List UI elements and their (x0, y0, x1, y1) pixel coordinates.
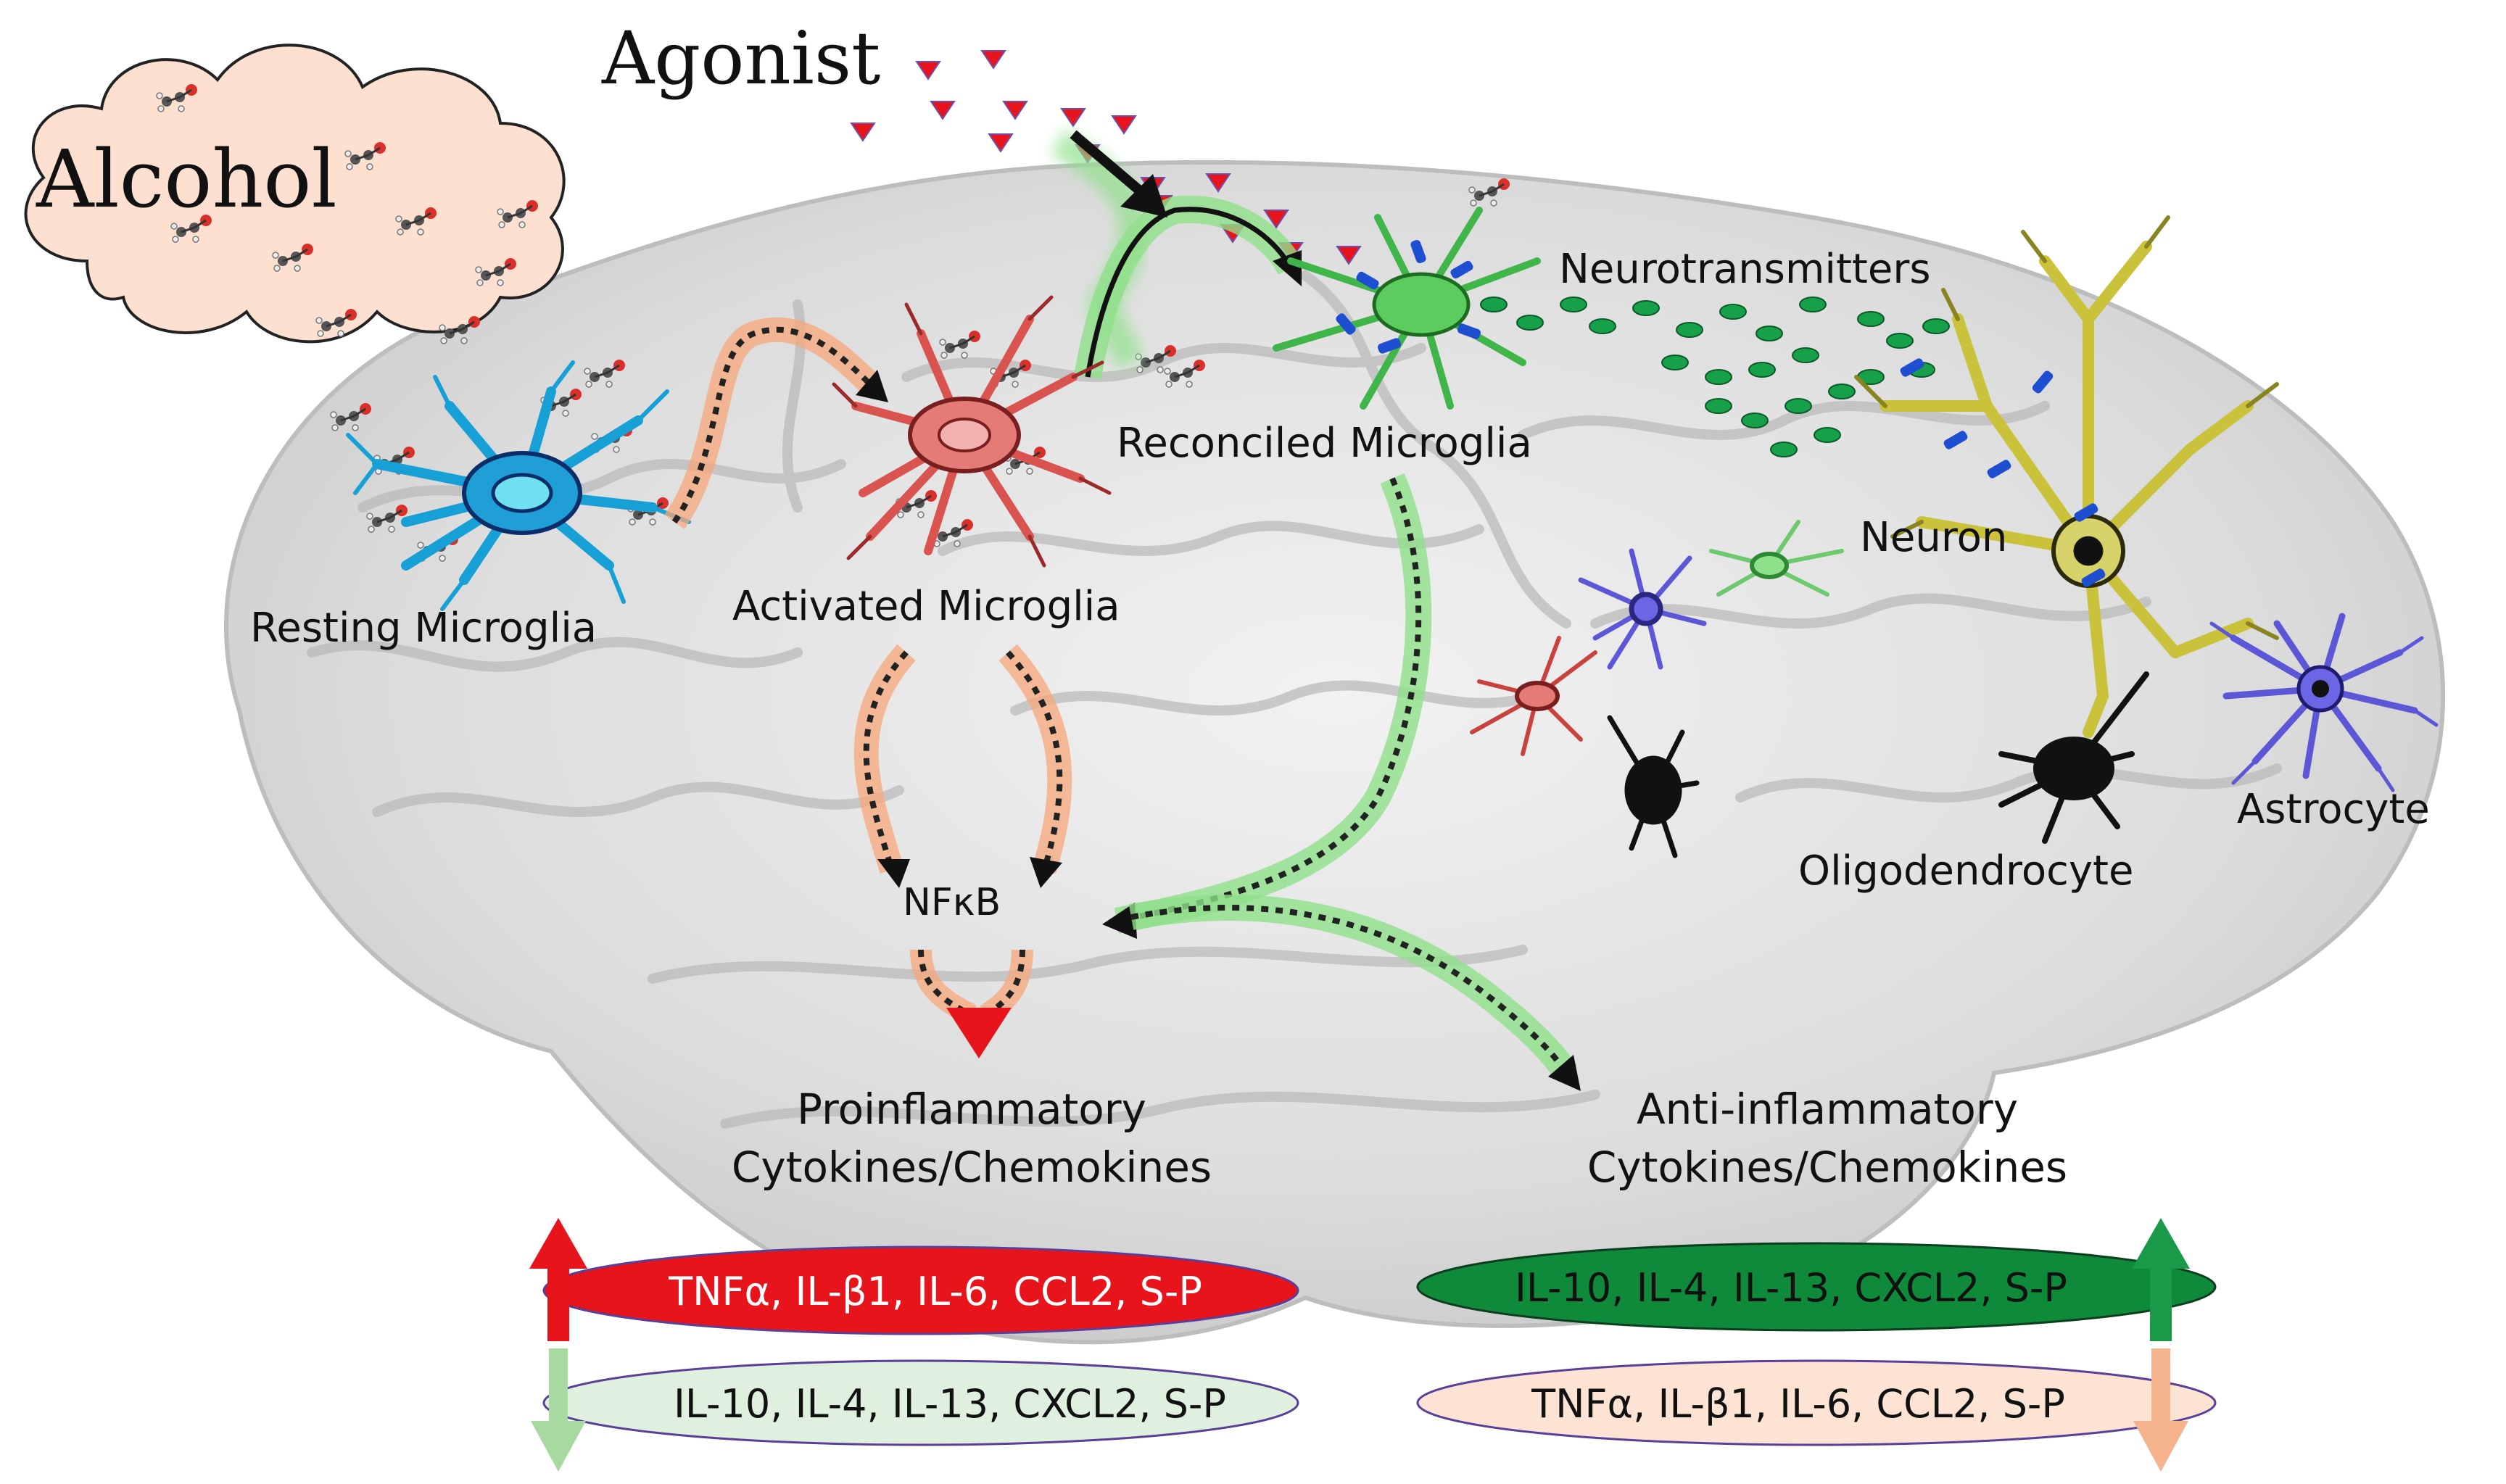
reconciled-microglia-label: Reconciled Microglia (1117, 420, 1532, 467)
oligodendrocyte-cell (1998, 671, 2149, 844)
left-down-pill-text: IL-10, IL-4, IL-13, CXCL2, S-P (674, 1381, 1226, 1427)
activated-microglia-label: Activated Microglia (732, 583, 1120, 630)
agonist-label: Agonist (601, 16, 880, 101)
transition-arrow-resting-to-activated (663, 317, 888, 529)
arrow-up-icon (2132, 1218, 2190, 1269)
arrow-down-icon (531, 1421, 586, 1472)
brain-illustration (223, 159, 2446, 1345)
transition-arrow-nfkb-to-proinflammatory (910, 949, 1033, 1058)
proinflammatory-label-line1: Proinflammatory (797, 1085, 1146, 1134)
alcohol-cloud-icon: Alcohol (24, 43, 566, 345)
proinflammatory-down-indicator-right: TNFα, IL-β1, IL-6, CCL2, S-P (1416, 1348, 2217, 1472)
astrocyte-label: Astrocyte (2237, 786, 2430, 833)
reconciled-microglia-cell (1273, 207, 1541, 410)
arrow-down-icon (2133, 1421, 2188, 1472)
small-oligodendrocyte-cell (1607, 715, 1700, 858)
neuron-label: Neuron (1860, 514, 2007, 561)
right-up-pill-text: IL-10, IL-4, IL-13, CXCL2, S-P (1515, 1265, 2067, 1311)
nfkb-label: NFκB (903, 881, 1001, 924)
antiinflammatory-down-indicator-left: IL-10, IL-4, IL-13, CXCL2, S-P (531, 1348, 1299, 1472)
neurotransmitters-label: Neurotransmitters (1559, 246, 1931, 293)
antiinflammatory-label-line2: Cytokines/Chemokines (1587, 1143, 2067, 1192)
activated-microglia-cell (832, 295, 1112, 568)
antiinflammatory-up-indicator: IL-10, IL-4, IL-13, CXCL2, S-P (1416, 1218, 2217, 1341)
proinflammatory-label-line2: Cytokines/Chemokines (732, 1143, 1212, 1192)
resting-microglia-label: Resting Microglia (250, 605, 597, 652)
small-activated-microglia-cell (1470, 636, 1597, 756)
neuron-cell (1854, 215, 2279, 738)
transition-arrow-activated-to-nfkb (853, 644, 1072, 888)
arrow-up-icon (529, 1218, 587, 1269)
transition-arrow-to-antiinflammatory (1128, 895, 1581, 1091)
small-astrocyte-cell (1578, 548, 1707, 670)
alcohol-label: Alcohol (36, 133, 337, 225)
resting-microglia-cell (346, 360, 691, 611)
right-down-pill-text: TNFα, IL-β1, IL-6, CCL2, S-P (1531, 1381, 2065, 1427)
proinflammatory-up-indicator: TNFα, IL-β1, IL-6, CCL2, S-P (529, 1218, 1299, 1341)
left-up-pill-text: TNFα, IL-β1, IL-6, CCL2, S-P (668, 1269, 1202, 1314)
astrocyte-cell (2209, 613, 2439, 792)
oligodendrocyte-label: Oligodendrocyte (1798, 847, 2133, 895)
antiinflammatory-label-line1: Anti-inflammatory (1637, 1085, 2018, 1134)
small-reconciled-microglia-cell (1709, 520, 1844, 597)
